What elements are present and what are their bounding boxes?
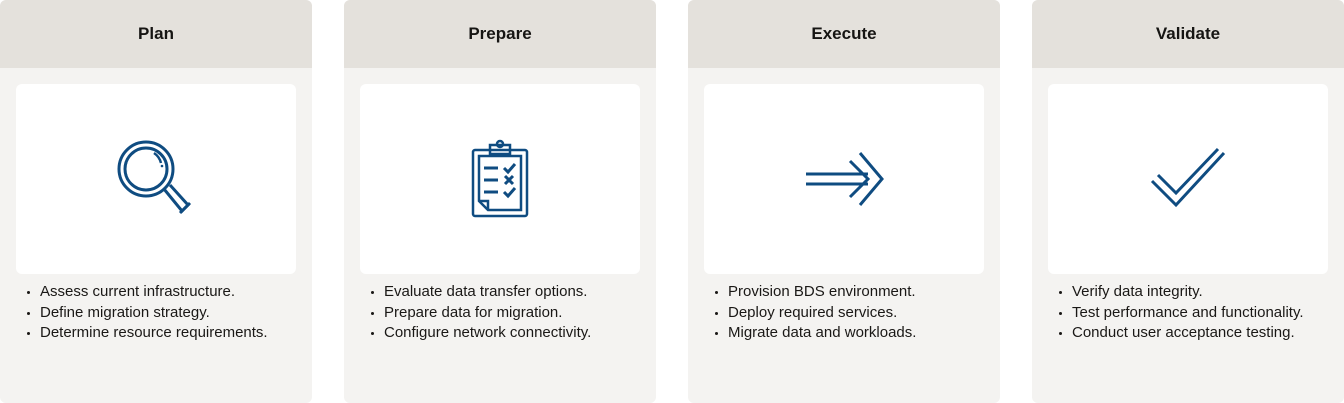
icon-panel: [1048, 84, 1328, 274]
phase-card-validate: Validate Verify data integrity. Test per…: [1032, 0, 1344, 403]
task-list: Evaluate data transfer options. Prepare …: [368, 282, 656, 344]
phase-title: Execute: [688, 0, 1000, 68]
task-item: Test performance and functionality.: [1072, 303, 1344, 324]
task-item: Define migration strategy.: [40, 303, 312, 324]
phase-title: Plan: [0, 0, 312, 68]
double-arrow-right-icon: [804, 149, 884, 209]
icon-panel: [16, 84, 296, 274]
checkmark-icon: [1148, 147, 1228, 211]
task-item: Prepare data for migration.: [384, 303, 656, 324]
magnifying-glass-icon: [116, 139, 196, 219]
icon-panel: [360, 84, 640, 274]
task-item: Determine resource requirements.: [40, 323, 312, 344]
phase-card-plan: Plan Assess current infrastructure. Defi…: [0, 0, 312, 403]
task-item: Conduct user acceptance testing.: [1072, 323, 1344, 344]
task-item: Verify data integrity.: [1072, 282, 1344, 303]
phase-title: Prepare: [344, 0, 656, 68]
phase-card-execute: Execute Provision BDS environment. Deplo…: [688, 0, 1000, 403]
task-item: Deploy required services.: [728, 303, 1000, 324]
task-item: Evaluate data transfer options.: [384, 282, 656, 303]
icon-panel: [704, 84, 984, 274]
phase-title: Validate: [1032, 0, 1344, 68]
task-list: Assess current infrastructure. Define mi…: [24, 282, 312, 344]
task-item: Assess current infrastructure.: [40, 282, 312, 303]
task-item: Migrate data and workloads.: [728, 323, 1000, 344]
task-item: Provision BDS environment.: [728, 282, 1000, 303]
clipboard-checklist-icon: [470, 139, 530, 219]
task-list: Provision BDS environment. Deploy requir…: [712, 282, 1000, 344]
task-list: Verify data integrity. Test performance …: [1056, 282, 1344, 344]
task-item: Configure network connectivity.: [384, 323, 656, 344]
phase-card-prepare: Prepare Evaluate data transfer options. …: [344, 0, 656, 403]
